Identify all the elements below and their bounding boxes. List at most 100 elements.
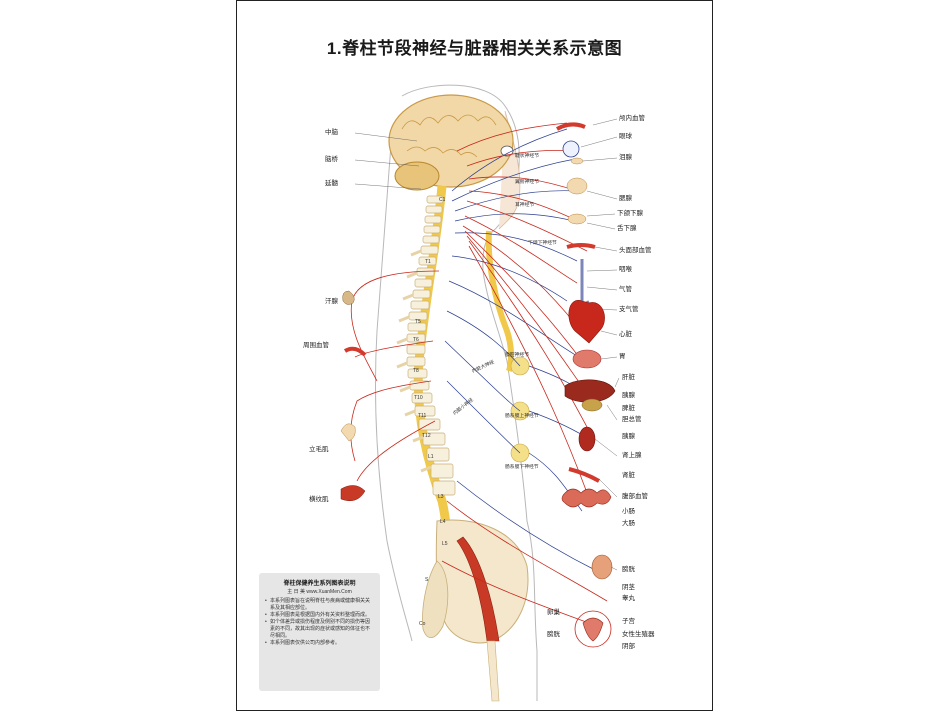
label-celiac-ganglion: 腹腔神经节 [505, 353, 529, 358]
label-arrector-pili: 立毛肌 [309, 446, 329, 453]
label-head-vessel: 头面部血管 [619, 247, 652, 254]
vertebra-t8: T8 [413, 368, 419, 374]
vertebra-t5: T5 [415, 319, 421, 325]
organ-stomach [572, 349, 602, 369]
label-female-genitals: 女性生殖器 [622, 631, 655, 638]
label-pharynx: 咽喉 [619, 266, 632, 273]
label-testis: 睾丸 [622, 595, 635, 602]
label-trachea: 气管 [619, 286, 632, 293]
organ-kidney [578, 426, 596, 452]
label-penis: 阴茎 [622, 584, 635, 591]
label-genital-area: 阴部 [622, 643, 635, 650]
label-medulla: 延髓 [325, 180, 338, 187]
label-liver: 肝脏 [622, 374, 635, 381]
leg-bone [486, 640, 500, 702]
vertebra-l3: L3 [438, 494, 444, 500]
info-note: 本系列图表旨在说明脊柱与疾病或健康相关关系及其相应部位。 [265, 598, 374, 612]
info-title: 脊柱保健养生系列图表说明 [283, 581, 356, 587]
cerebellum [394, 161, 440, 191]
vertebra-l5: L5 [442, 541, 448, 547]
label-abdominal-vessel: 腹部血管 [622, 493, 648, 500]
body-outline [401, 84, 538, 701]
vertebra-s: S [425, 577, 429, 583]
arrector-pili [340, 423, 356, 442]
right-leader-lines [580, 118, 620, 571]
label-bladder-2: 膀胱 [547, 631, 560, 638]
organ-bladder [591, 554, 613, 580]
label-superior-mesenteric-ganglion: 肠系膜上神经节 [505, 414, 539, 419]
label-cranial-vessel: 颅内血管 [619, 115, 645, 122]
label-peripheral-vessel: 周围血管 [303, 342, 329, 349]
organs [556, 122, 616, 648]
label-large-intestine: 大肠 [622, 520, 635, 527]
organ-abdominal-vessel [568, 467, 600, 483]
organ-liver [564, 379, 616, 403]
label-bronchus: 支气管 [619, 306, 639, 313]
organ-lacrimal [570, 157, 584, 165]
label-stomach: 胃 [619, 353, 626, 360]
eye [500, 145, 514, 157]
sweat-gland [342, 290, 355, 305]
label-parotid-gland: 腮腺 [619, 195, 632, 202]
label-heart: 心脏 [619, 331, 632, 338]
vertebra-t10: T10 [414, 395, 423, 401]
info-box: 脊柱保健养生系列图表说明 主 日 美 www.XuanMen.Com 本系列图表… [259, 573, 380, 691]
label-pterygopalatine-ganglion: 翼腭神经节 [515, 180, 539, 185]
organ-submandibular [567, 213, 587, 225]
vertebra-t11: T11 [418, 413, 427, 419]
info-note: 如个体差异或损伤程度及侧别不同的损伤等因素的不同，故其出现的症状或感知的体征也不… [265, 619, 374, 640]
organ-reproductive [574, 610, 612, 648]
psoas-muscle [456, 536, 500, 642]
peripheral-vessel [343, 346, 367, 357]
label-pons: 脑桥 [325, 156, 338, 163]
vertebra-t12: T12 [422, 433, 431, 439]
label-pancreas-1: 胰腺 [622, 392, 635, 399]
vertebra-l4: L4 [440, 519, 446, 525]
poster-frame: 1.脊柱节段神经与脏器相关关系示意图 [236, 0, 713, 711]
label-submandibular-ganglion: 下颌下神经节 [528, 241, 557, 246]
vertebra-t1: T1 [425, 259, 431, 265]
back-outline [374, 130, 413, 642]
organ-eyeball [562, 140, 580, 158]
label-ciliary-ganglion: 睫状神经节 [515, 154, 539, 159]
vertebra-c1: C1 [439, 197, 446, 203]
label-spleen: 脾脏 [622, 405, 635, 412]
label-sweat-gland: 汗腺 [325, 298, 338, 305]
label-midbrain: 中脑 [325, 129, 338, 136]
peripheral-structures [340, 290, 367, 501]
organ-head-vessel [566, 243, 596, 249]
info-note: 本系列图表是根据国内外有关资料整理而成。 [265, 612, 374, 619]
label-submandibular-gland: 下颌下腺 [617, 210, 643, 217]
label-striated-muscle: 横纹肌 [309, 496, 329, 503]
poster-title: 1.脊柱节段神经与脏器相关关系示意图 [326, 39, 623, 58]
label-pancreas-2: 胰腺 [622, 433, 635, 440]
label-otic-ganglion: 耳神经节 [515, 203, 535, 208]
anatomy-illustration [340, 84, 620, 702]
label-ovary: 卵巢 [547, 609, 560, 616]
label-uterus: 子宫 [622, 618, 635, 625]
organ-heart [568, 300, 605, 344]
vertebra-l1: L1 [428, 454, 434, 460]
sacrum [422, 560, 449, 639]
label-adrenal-gland: 肾上腺 [622, 452, 642, 459]
label-eyeball: 眼球 [619, 133, 632, 140]
label-inferior-mesenteric-ganglion: 肠系膜下神经节 [505, 465, 539, 470]
organ-gallbladder [581, 398, 603, 412]
label-sublingual-gland: 舌下腺 [617, 225, 637, 232]
label-small-intestine: 小肠 [622, 508, 635, 515]
info-note: 本系列图表仅供公司内部参考。 [265, 640, 374, 647]
info-subtitle: 主 日 美 www.XuanMen.Com [287, 589, 352, 595]
organ-parotid [566, 177, 588, 195]
ganglia [510, 356, 530, 463]
esophagus [485, 230, 515, 372]
spinous-processes [396, 249, 432, 473]
striated-muscle [340, 485, 366, 501]
brain-gyri [401, 114, 497, 158]
label-kidney: 肾脏 [622, 472, 635, 479]
label-bile-duct: 胆总管 [622, 416, 642, 423]
vertebra-co: Co [419, 621, 426, 627]
organ-cranial-vessel [556, 122, 586, 131]
label-lacrimal-gland: 泪腺 [619, 154, 632, 161]
left-leader-lines [354, 132, 422, 190]
vertebra-t6: T6 [413, 337, 419, 343]
